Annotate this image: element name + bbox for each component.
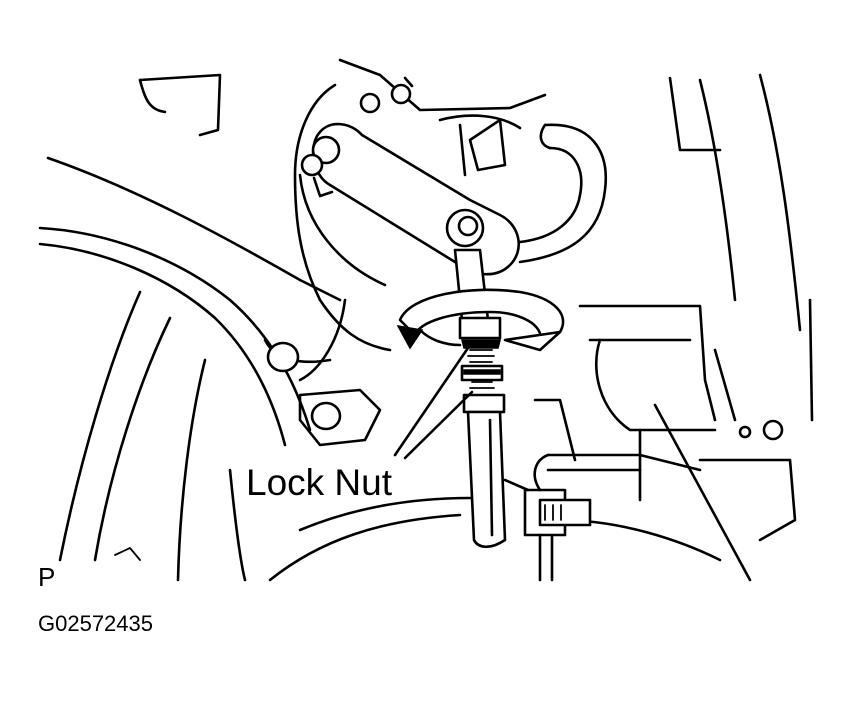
- callout-leaders: [393, 343, 474, 460]
- clevis-bracket: [503, 453, 702, 582]
- linkage-arm: [300, 122, 520, 276]
- upper-engine-outline: [138, 58, 814, 422]
- left-body-panel: [38, 156, 342, 582]
- rotation-arrow-icon: [396, 288, 565, 352]
- coolant-pipe: [458, 118, 608, 264]
- transmission-housing: [533, 304, 797, 582]
- lever-bracket: [263, 76, 522, 447]
- view-code-label: P: [38, 562, 56, 592]
- lock-nut-callout: Lock Nut: [246, 462, 393, 503]
- figure-id-label: G02572435: [38, 611, 153, 636]
